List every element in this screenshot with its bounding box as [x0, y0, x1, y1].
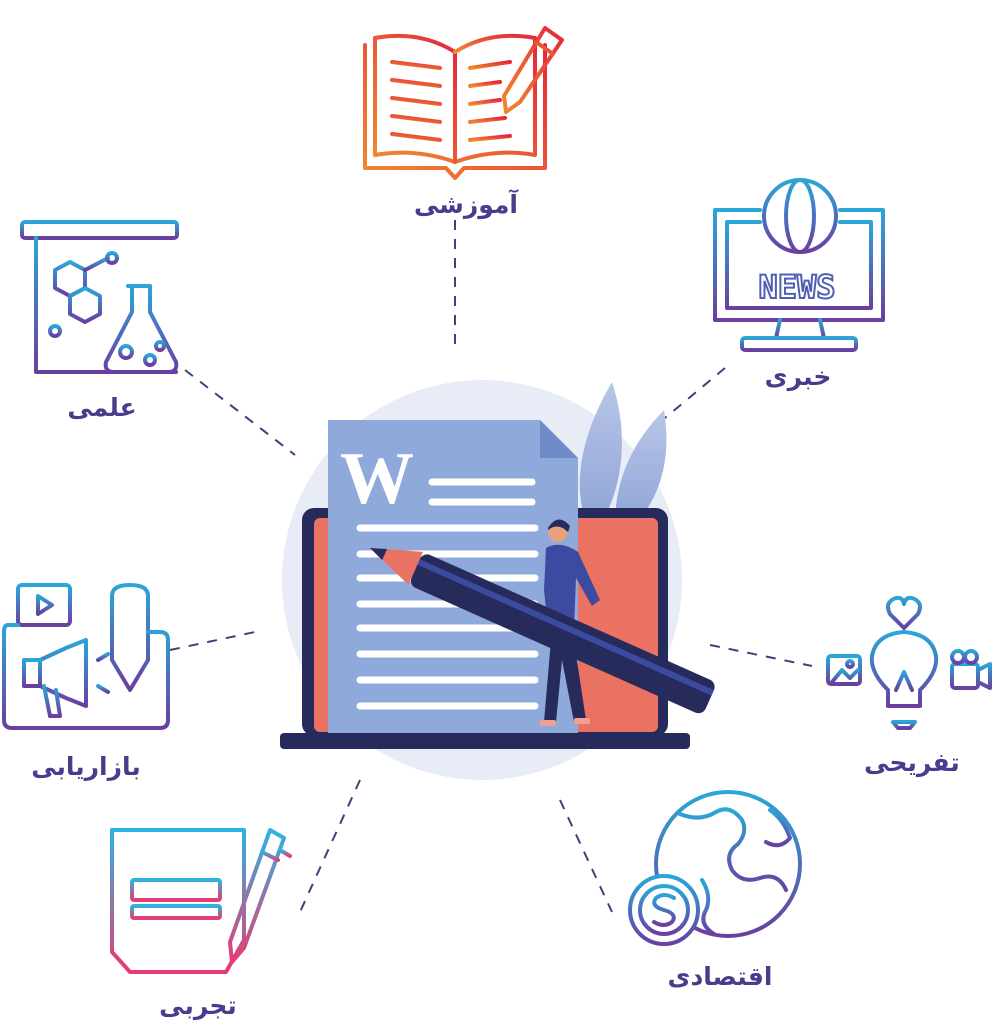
wordpress-letter: W: [340, 438, 414, 520]
science-board-icon: [20, 220, 179, 374]
connector-economic: [559, 799, 613, 913]
lightbulb-media-icon: [826, 595, 992, 730]
connector-experimental: [299, 779, 361, 913]
connector-news: [664, 367, 726, 419]
label-entertainment: تفریحی: [864, 748, 960, 778]
label-economic: اقتصادی: [668, 962, 773, 991]
connector-scientific: [184, 369, 296, 456]
label-education: آموزشی: [414, 189, 519, 220]
leaf-right: [615, 410, 667, 530]
connector-entertainment: [709, 644, 813, 667]
label-experimental: تجربی: [159, 991, 237, 1021]
document-pen-icon: [110, 828, 292, 974]
connectors: [169, 220, 813, 913]
document-fold: [540, 420, 578, 458]
connector-marketing: [169, 631, 256, 651]
big-pencil: [370, 548, 715, 714]
label-news: خبری: [765, 362, 832, 392]
laptop-wordpress-writer-icon: W: [280, 380, 715, 780]
news-monitor-icon: [713, 178, 885, 352]
label-marketing: بازاریابی: [31, 752, 141, 781]
leaf-left: [579, 382, 622, 525]
megaphone-video-icon: [2, 583, 170, 730]
news-screen-text: NEWS: [758, 268, 835, 306]
open-book-pencil-icon: [363, 26, 564, 180]
globe-dollar-icon: [628, 790, 802, 946]
laptop-base: [280, 733, 690, 749]
label-scientific: علمی: [67, 393, 136, 422]
